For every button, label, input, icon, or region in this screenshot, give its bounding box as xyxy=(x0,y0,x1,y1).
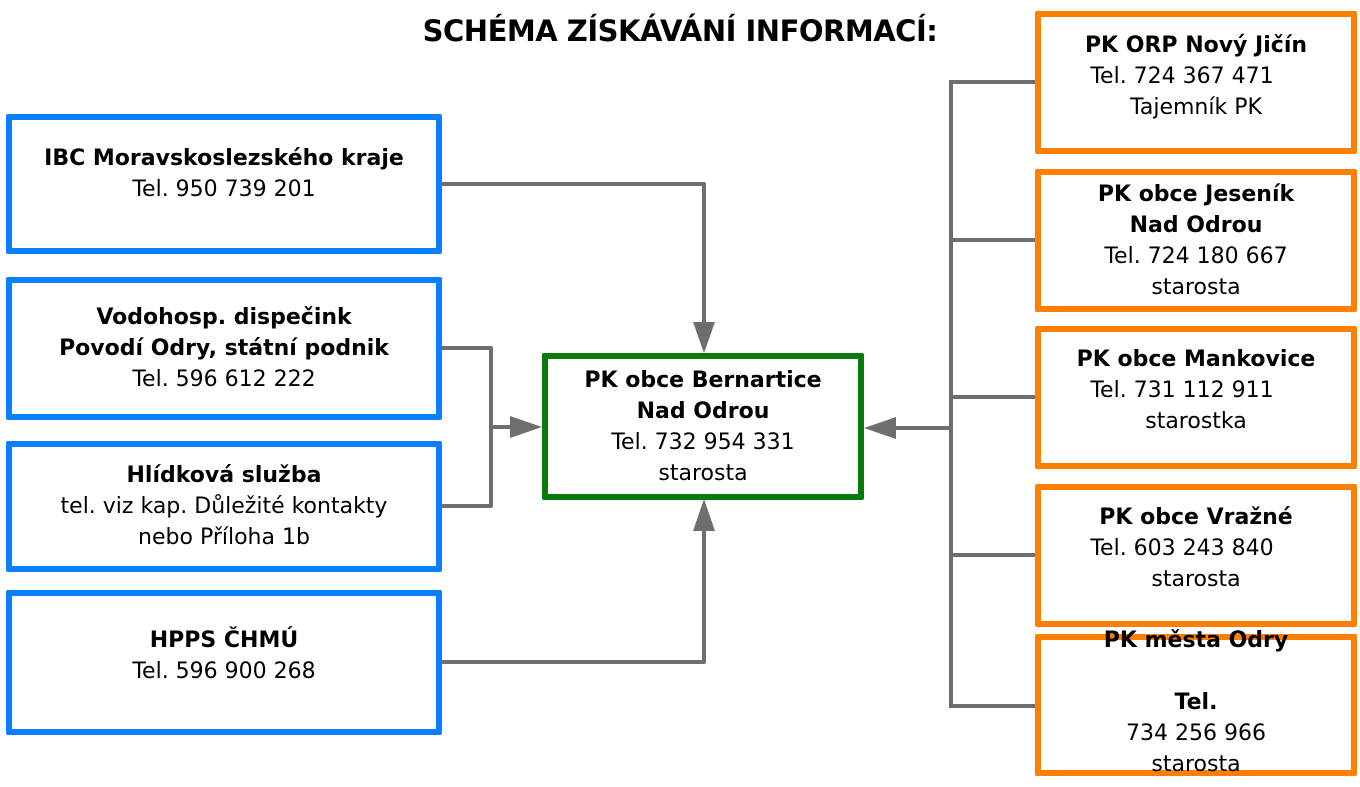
page-title: SCHÉMA ZÍSKÁVÁNÍ INFORMACÍ: xyxy=(422,14,938,48)
recipient-phone-line: Tel. 734 256 966 xyxy=(1126,656,1266,749)
recipient-phone: Tel. 724 180 667 xyxy=(1104,243,1288,269)
source-phone: Tel. 950 739 201 xyxy=(132,177,316,202)
recipient-box-orp-novy-jicin: PK ORP Nový Jičín Tel. 724 367 471 Tajem… xyxy=(1035,11,1357,154)
source-contact-line: nebo Příloha 1b xyxy=(138,525,310,550)
arrowhead-left-icon xyxy=(864,417,896,439)
center-phone: Tel. 732 954 331 xyxy=(611,429,795,455)
source-box-ibc: IBC Moravskoslezského kraje Tel. 950 739… xyxy=(6,114,442,254)
recipient-role: starosta xyxy=(1151,567,1241,592)
center-name: PK obce Bernartice Nad Odrou xyxy=(584,367,822,424)
center-box-bernartice: PK obce Bernartice Nad Odrou Tel. 732 95… xyxy=(542,353,864,500)
recipient-name: PK města Odry xyxy=(1103,627,1289,653)
connector-ibc-to-center xyxy=(440,182,706,330)
recipient-phone-label: Tel. xyxy=(1174,689,1218,715)
center-role: starosta xyxy=(658,460,748,486)
arrowhead-up-icon xyxy=(693,499,715,531)
recipient-role: Tajemník PK xyxy=(1130,95,1262,120)
recipient-box-odry: PK města Odry Tel. 734 256 966 starosta xyxy=(1035,628,1357,777)
recipient-box-jesenik: PK obce Jeseník Nad Odrou Tel. 724 180 6… xyxy=(1035,169,1357,312)
source-name: HPPS ČHMÚ xyxy=(149,627,299,653)
source-name: Vodohosp. dispečink Povodí Odry, státní … xyxy=(59,305,389,361)
source-box-vodohosp: Vodohosp. dispečink Povodí Odry, státní … xyxy=(6,277,442,420)
source-phone: Tel. 596 612 222 xyxy=(132,367,316,392)
recipient-name: PK obce Vražné xyxy=(1099,505,1293,530)
source-name: Hlídková služba xyxy=(126,463,322,488)
source-phone: Tel. 596 900 268 xyxy=(132,658,316,684)
source-box-hlidkova: Hlídková služba tel. viz kap. Důležité k… xyxy=(6,441,442,572)
recipient-box-mankovice: PK obce Mankovice Tel. 731 112 911 staro… xyxy=(1035,326,1357,469)
recipient-name: PK obce Jeseník Nad Odrou xyxy=(1097,181,1295,238)
recipient-role: starosta xyxy=(1151,274,1241,300)
recipient-phone: Tel. 731 112 911 xyxy=(1090,378,1274,403)
source-contact-line: tel. viz kap. Důležité kontakty xyxy=(60,494,388,519)
source-name: IBC Moravskoslezského kraje xyxy=(44,146,404,171)
recipient-role: starosta xyxy=(1151,751,1241,777)
recipient-phone-number: 734 256 966 xyxy=(1126,720,1266,746)
source-box-hpps: HPPS ČHMÚ Tel. 596 900 268 xyxy=(6,590,442,735)
connector-vodohosp-bracket xyxy=(440,346,493,508)
recipient-name: PK ORP Nový Jičín xyxy=(1084,33,1308,58)
recipient-phone: Tel. 603 243 840 xyxy=(1090,536,1274,561)
connector-hpps-to-center xyxy=(440,527,706,664)
recipient-role: starostka xyxy=(1145,409,1247,434)
arrowhead-down-icon xyxy=(693,322,715,353)
recipient-name: PK obce Mankovice xyxy=(1076,347,1316,372)
recipient-box-vrazne: PK obce Vražné Tel. 603 243 840 starosta xyxy=(1035,484,1357,627)
arrowhead-right-icon xyxy=(510,416,542,438)
recipient-phone: Tel. 724 367 471 xyxy=(1090,64,1274,89)
